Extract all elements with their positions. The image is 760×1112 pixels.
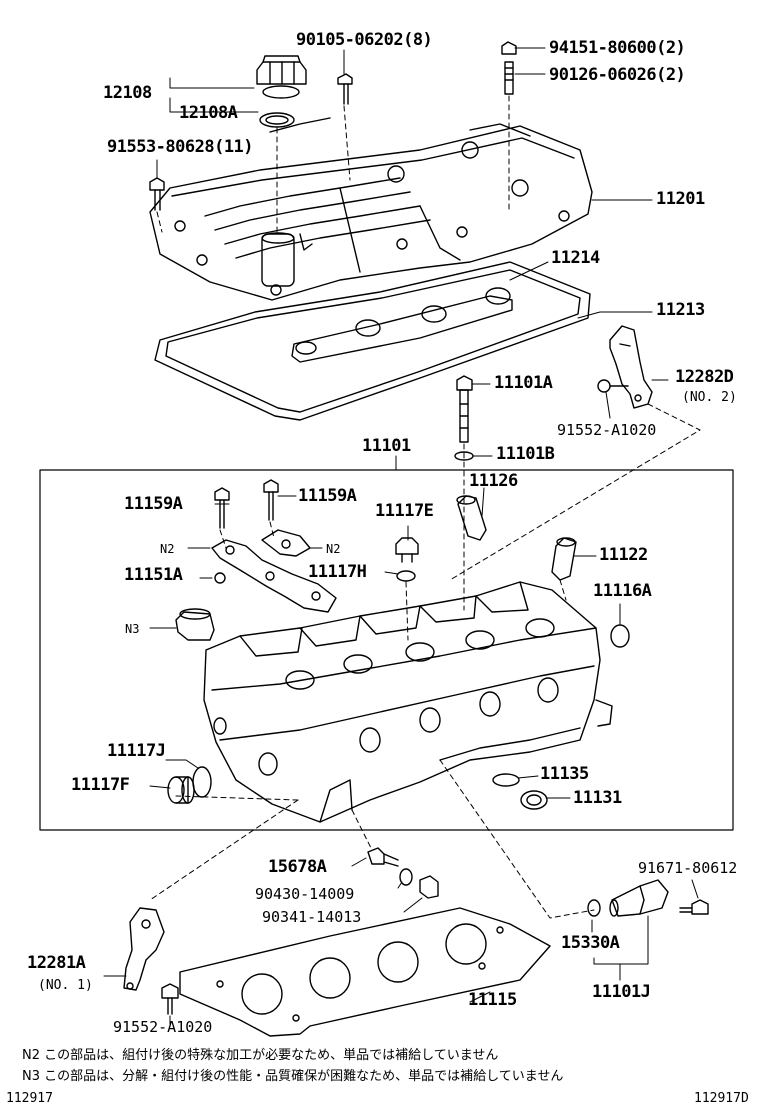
label-11116A: 11116A [593,581,652,601]
label-11159A-right: 11159A [298,486,357,506]
label-12282D-no2: (NO. 2) [682,390,737,405]
label-n2-right: N2 [326,542,341,556]
label-11101A: 11101A [494,373,553,393]
seal-plug-drawing [167,776,195,804]
label-11117E: 11117E [375,501,434,521]
bearing-cap-pin-drawing [214,572,226,584]
label-90430-14009: 90430-14009 [255,885,355,903]
label-12108: 12108 [103,83,152,103]
hanger-bolt-bottom-drawing [161,983,179,1015]
bearing-cap-bolt-1-drawing [214,487,230,529]
label-11101J: 11101J [592,982,651,1002]
engine-hanger-no1-drawing [123,907,165,991]
plug-gasket-drawing [396,570,416,582]
alignment-dashed-lines [149,95,701,919]
cylinder-head-cover-drawing [149,117,593,301]
label-11213: 11213 [656,300,705,320]
label-n3: N3 [125,622,140,636]
n3-seat-drawing [175,608,215,641]
label-90341-14013: 90341-14013 [262,908,362,926]
cylinder-head-frame [39,469,734,831]
stud-nut-drawing [501,41,517,95]
label-15330A: 15330A [561,933,620,953]
union-bolt-drawing [367,847,399,867]
label-11159A-left: 11159A [124,494,183,514]
label-15678A: 15678A [268,857,327,877]
figure-number-left: 112917 [6,1091,53,1106]
head-gasket-drawing [179,907,551,1037]
label-12281A-no1: (NO. 1) [38,978,93,993]
label-11126: 11126 [469,471,518,491]
label-12108A: 12108A [179,103,238,123]
head-cover-bolt-drawing [337,73,353,105]
oil-control-valve-drawing [609,879,669,917]
label-11101B: 11101B [496,444,555,464]
label-11115: 11115 [468,990,517,1010]
tight-plug-drawing [610,624,630,648]
label-12282D: 12282D [675,367,734,387]
label-11151A: 11151A [124,565,183,585]
label-11117J: 11117J [107,741,166,761]
plug-bolt-drawing [419,875,439,899]
screw-plug-drawing [395,537,419,563]
cylinder-head-drawing [203,581,613,823]
label-91552-A1020-top: 91552-A1020 [557,421,657,439]
label-12281A: 12281A [27,953,86,973]
oil-seal-drawing [520,790,548,810]
label-90126-06026: 90126-06026(2) [549,65,686,85]
engine-hanger-no2-drawing [609,325,653,409]
label-91671-80612: 91671-80612 [638,859,738,877]
figure-number-right: 112917D [694,1091,749,1106]
label-94151-80600: 94151-80600(2) [549,38,686,58]
head-bolt-drawing [456,375,473,443]
oil-filler-cap-drawing [256,55,307,99]
side-bolt-drawing [149,177,165,211]
label-11117F: 11117F [71,775,130,795]
ocv-bolt-drawing [679,899,709,915]
gasket-washer-drawing [399,868,413,886]
bearing-cap-bolt-2-drawing [263,479,279,521]
label-11122: 11122 [599,545,648,565]
note-n3: N3 この部品は、分解・組付け後の性能・品質確保が困難なため、単品では補給してい… [22,1069,564,1084]
label-90105-06202: 90105-06202(8) [296,30,433,50]
label-11117H: 11117H [308,562,367,582]
leader-lines [103,47,699,1025]
plug-tube-drawing [456,495,487,541]
label-91552-A1020-bottom: 91552-A1020 [113,1018,213,1036]
label-11131: 11131 [573,788,622,808]
label-11201: 11201 [656,189,705,209]
guide-tube-drawing [551,537,577,581]
note-n2: N2 この部品は、組付け後の特殊な加工が必要なため、単品では補給していません [22,1048,499,1063]
cap-gasket-drawing [259,112,295,128]
label-n2-left: N2 [160,542,175,556]
plug-ring-drawing [192,766,212,798]
hanger-bolt-top-drawing [597,379,629,393]
ocv-o-ring-drawing [587,899,601,917]
plug-tube-gasket-drawing [291,287,513,363]
label-11214: 11214 [551,248,600,268]
cover-gasket-drawing [154,261,591,421]
label-11135: 11135 [540,764,589,784]
o-ring-drawing [492,773,520,787]
label-11101: 11101 [362,436,411,456]
label-91553-80628: 91553-80628(11) [107,137,254,157]
